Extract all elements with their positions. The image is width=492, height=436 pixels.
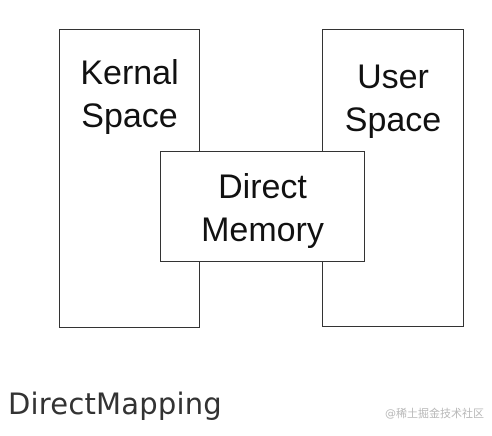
kernel-space-label-line2: Space	[81, 97, 178, 135]
direct-memory-label: Direct Memory	[161, 166, 364, 252]
diagram-caption: DirectMapping	[8, 387, 222, 421]
user-space-label: User Space	[323, 56, 463, 142]
user-space-box: User Space	[322, 29, 464, 327]
direct-memory-label-line1: Direct	[218, 168, 307, 206]
kernel-space-label: Kernal Space	[60, 52, 199, 138]
direct-memory-label-line2: Memory	[201, 211, 324, 249]
user-space-label-line2: Space	[344, 101, 442, 139]
user-space-label-line1: User	[357, 58, 429, 96]
kernel-space-label-line1: Kernal	[80, 54, 179, 92]
watermark: @稀土掘金技术社区	[385, 407, 484, 420]
direct-memory-box: Direct Memory	[160, 151, 365, 262]
